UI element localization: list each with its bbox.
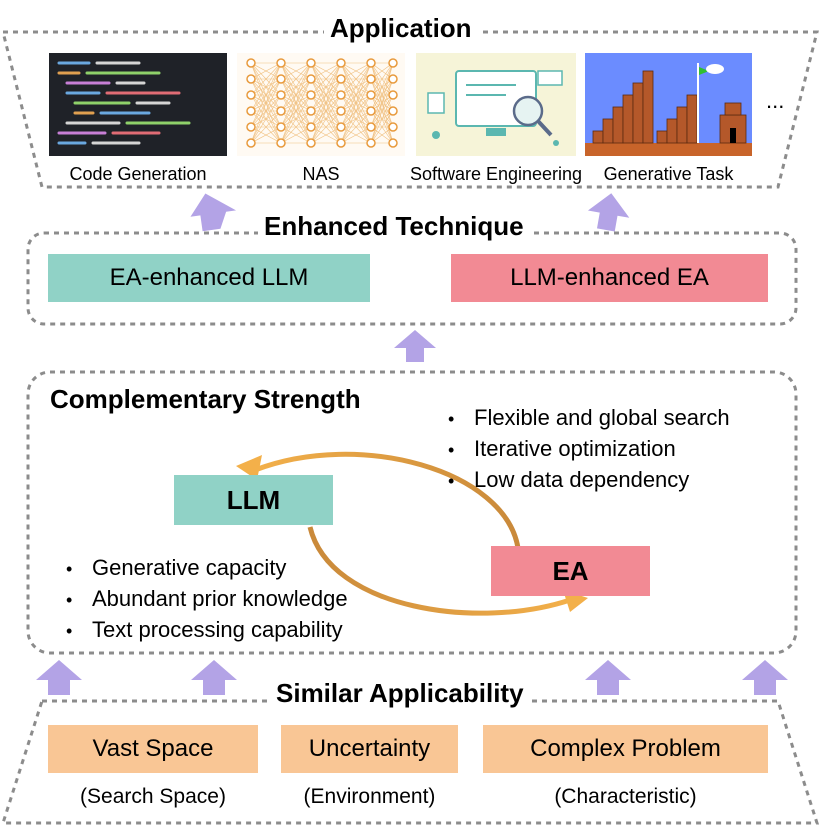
software-illustration-image [416,53,576,156]
arrow-up-2 [191,660,237,695]
llm-strength-item: Text processing capability [66,615,348,646]
similar-title: Similar Applicability [270,678,530,708]
neural-network-image [237,53,405,156]
similar-frame [0,699,820,825]
code-editor-image [49,53,227,156]
ea-strength-item: Iterative optimization [448,434,730,465]
llm-enhanced-ea-box: LLM-enhanced EA [451,254,768,302]
llm-box: LLM [174,475,333,525]
vast-space-sub: (Search Space) [80,785,226,808]
cycle-arrow-top [254,451,521,549]
application-title: Application [324,13,478,43]
enhanced-title: Enhanced Technique [258,211,530,241]
enhanced-frame [26,231,798,326]
application-label-0: Code Generation [69,164,207,184]
game-level-image [585,53,752,156]
arrow-up-4 [742,660,788,695]
application-label-2: Software Engineering [409,164,583,184]
llm-strength-item: Abundant prior knowledge [66,584,348,615]
arrow-up-1 [36,660,82,695]
application-more: ... [766,88,785,113]
arrow-up-right [587,193,630,232]
complex-problem-box: Complex Problem [483,725,768,773]
vast-space-box: Vast Space [48,725,258,773]
ea-strengths-list: Flexible and global search Iterative opt… [448,403,730,496]
uncertainty-box: Uncertainty [281,725,458,773]
complementary-frame [26,370,798,655]
llm-strength-item: Generative capacity [66,553,348,584]
complex-problem-sub: (Characteristic) [554,785,697,808]
application-label-1: NAS [302,164,340,184]
cycle-arrowhead-top [236,455,262,480]
ea-strength-item: Flexible and global search [448,403,730,434]
application-frame [1,30,819,189]
uncertainty-sub: (Environment) [303,785,436,808]
flow-arrows [36,193,788,695]
ea-enhanced-llm-box: EA-enhanced LLM [48,254,370,302]
application-label-3: Generative Task [603,164,734,184]
complementary-title: Complementary Strength [50,384,361,414]
arrow-up-left [190,193,237,232]
ea-box: EA [491,546,650,596]
arrow-up-3 [585,660,631,695]
ea-strength-item: Low data dependency [448,465,730,496]
arrow-up-center [394,330,436,362]
llm-strengths-list: Generative capacity Abundant prior knowl… [66,553,348,646]
